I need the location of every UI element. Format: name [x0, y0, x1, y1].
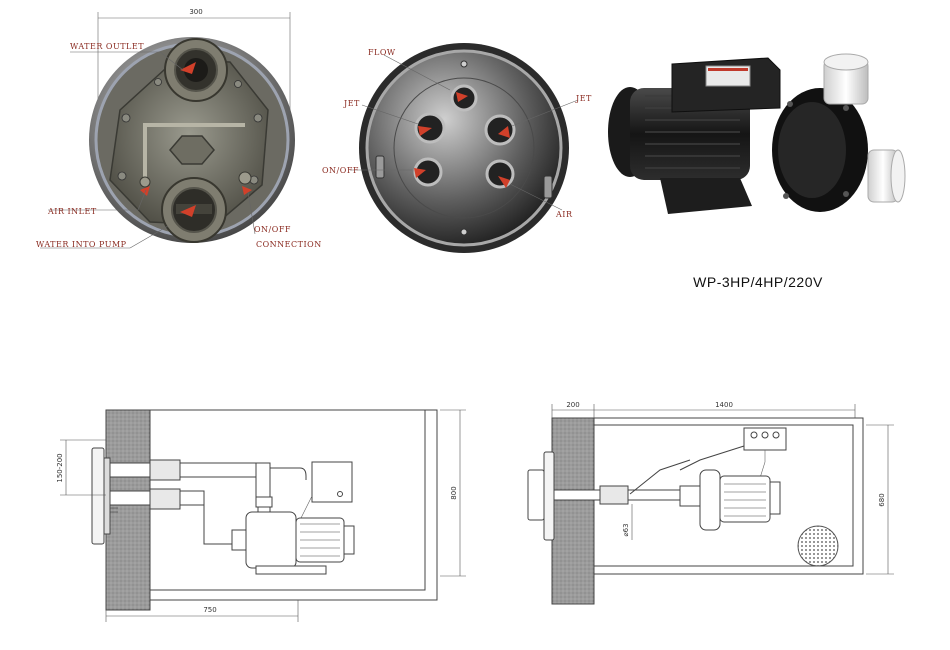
installation-drawing-left: 150-200 800 750	[56, 409, 466, 622]
cover-slot-right	[543, 175, 553, 199]
cover-slot-left	[375, 155, 385, 179]
air-line-right	[629, 459, 691, 495]
dim-150-200: 150-200	[56, 453, 64, 482]
label-water-outlet: WATER OUTLET	[70, 42, 144, 51]
cover-leader-lines	[350, 54, 579, 211]
label-flow: FLOW	[368, 48, 396, 57]
motor-body	[630, 88, 750, 180]
cover-face	[365, 49, 563, 247]
housing-bolts	[117, 78, 263, 185]
dim-680: 680	[878, 493, 886, 506]
indicator-arrows	[140, 62, 252, 217]
pool-wall-left	[105, 409, 151, 611]
air-line-left	[270, 467, 307, 480]
pool-wall-right	[551, 417, 595, 605]
water-outlet-port	[164, 38, 228, 102]
pump-fins-right	[724, 483, 766, 517]
control-buttons	[750, 431, 780, 439]
cover-arrows	[414, 92, 510, 188]
label-air-inlet: AIR INLET	[47, 207, 97, 216]
dim-300-label: 300	[189, 8, 202, 16]
dim-750: 750	[203, 606, 216, 614]
pump-head-bolts	[783, 101, 849, 199]
pump-caption: WP-3HP/4HP/220V	[693, 274, 823, 290]
enclosure-inner	[150, 409, 426, 591]
union-side	[867, 149, 906, 203]
enclosure-outline-right	[594, 417, 864, 575]
pump-fins-left	[300, 523, 340, 557]
dim-800: 800	[450, 486, 458, 499]
control-box-left	[311, 461, 353, 503]
union-top	[823, 53, 869, 105]
on-off-nipple	[238, 171, 252, 185]
cover-front-right	[543, 451, 555, 541]
cover-front-left	[91, 447, 105, 545]
pump-drawing-left	[231, 511, 355, 575]
dimension-lines-left	[60, 409, 466, 622]
front-cover-photo: FLOW JET JET ON/OFF AIR	[322, 43, 592, 253]
center-hex-nut	[169, 135, 215, 165]
leader-lines	[40, 51, 256, 249]
cover-inner-ring	[393, 77, 535, 219]
label-jet-right: JET	[575, 94, 592, 103]
dim-pipe-63: ⌀63	[622, 523, 630, 536]
label-on-off-port: ON/OFF	[322, 166, 359, 175]
pump-photo: WP-3HP/4HP/220V	[608, 53, 906, 290]
label-jet-left: JET	[343, 99, 360, 108]
label-water-into-pump: WATER INTO PUMP	[36, 240, 127, 249]
label-air: AIR	[555, 210, 573, 219]
control-box-right	[743, 427, 787, 451]
dim-1400: 1400	[715, 401, 733, 409]
dim-200: 200	[566, 401, 579, 409]
pump-foot	[660, 178, 752, 214]
air-pipe	[143, 123, 245, 180]
vent-grille	[797, 525, 839, 567]
pipework-right	[553, 485, 705, 505]
pump-drawing-right	[679, 469, 781, 531]
housing-back-photo: 300	[36, 8, 322, 249]
label-on-off: ON/OFF	[254, 225, 291, 234]
enclosure-inner-right	[594, 424, 854, 567]
dimension-lines-right	[551, 404, 894, 575]
installation-drawing-right: 200 1400 680 ⌀63	[527, 401, 894, 605]
label-connection: CONNECTION	[256, 240, 322, 249]
